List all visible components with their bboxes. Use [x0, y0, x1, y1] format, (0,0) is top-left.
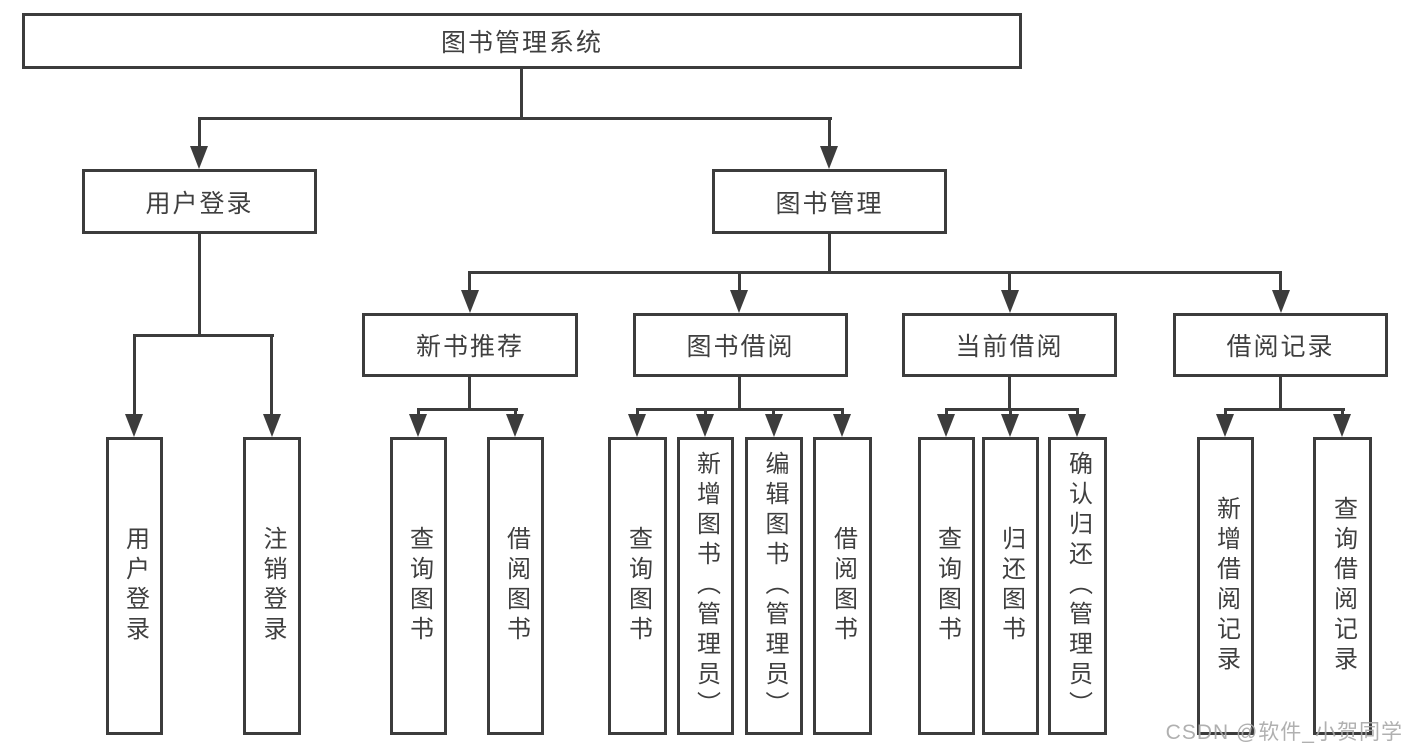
- connector-line: [198, 234, 201, 334]
- leaf-borrow-books-1: 借阅图书: [487, 437, 544, 735]
- connector-line: [1076, 408, 1079, 416]
- arrow-down-icon: [506, 414, 524, 437]
- leaf-logout: 注销登录: [243, 437, 301, 735]
- connector-line: [417, 408, 518, 411]
- connector-line: [270, 334, 273, 416]
- leaf-label: 查询图书: [405, 526, 433, 646]
- leaf-add-borrow-record: 新增借阅记录: [1197, 437, 1254, 735]
- connector-line: [1279, 377, 1282, 408]
- connector-line: [468, 377, 471, 408]
- leaf-add-book-admin: 新增图书（管理员）: [677, 437, 734, 735]
- arrow-down-icon: [263, 414, 281, 437]
- leaf-label: 查询借阅记录: [1329, 496, 1357, 676]
- connector-line: [704, 408, 707, 416]
- leaf-label: 确认归还（管理员）: [1064, 451, 1092, 721]
- connector-line: [828, 117, 831, 148]
- connector-line: [1341, 408, 1344, 416]
- leaf-label: 借阅图书: [829, 526, 857, 646]
- leaf-query-books-2: 查询图书: [608, 437, 667, 735]
- connector-line: [636, 408, 639, 416]
- connector-line: [520, 69, 523, 117]
- arrow-down-icon: [1001, 290, 1019, 313]
- leaf-label: 注销登录: [259, 526, 286, 646]
- node-book-borrowing: 图书借阅: [633, 313, 848, 377]
- leaf-query-borrow-record: 查询借阅记录: [1313, 437, 1372, 735]
- connector-line: [828, 234, 831, 271]
- leaf-label: 编辑图书（管理员）: [761, 451, 788, 721]
- arrow-down-icon: [461, 290, 479, 313]
- arrow-down-icon: [409, 414, 427, 437]
- connector-line: [1279, 271, 1282, 292]
- arrow-down-icon: [820, 146, 838, 169]
- connector-line: [636, 408, 844, 411]
- arrow-down-icon: [1272, 290, 1290, 313]
- node-current-borrowing: 当前借阅: [902, 313, 1117, 377]
- leaf-return-book: 归还图书: [982, 437, 1039, 735]
- connector-line: [945, 408, 948, 416]
- connector-line: [133, 334, 136, 416]
- node-book-management: 图书管理: [712, 169, 947, 234]
- arrow-down-icon: [190, 146, 208, 169]
- connector-line: [1009, 408, 1012, 416]
- leaf-user-login: 用户登录: [106, 437, 163, 735]
- arrow-down-icon: [1068, 414, 1086, 437]
- arrow-down-icon: [1001, 414, 1019, 437]
- leaf-borrow-books-2: 借阅图书: [813, 437, 872, 735]
- arrow-down-icon: [833, 414, 851, 437]
- leaf-query-books-3: 查询图书: [918, 437, 975, 735]
- connector-line: [514, 408, 517, 416]
- node-new-book-recommend: 新书推荐: [362, 313, 578, 377]
- connector-line: [417, 408, 420, 416]
- arrow-down-icon: [1216, 414, 1234, 437]
- leaf-label: 新增借阅记录: [1212, 496, 1240, 676]
- leaf-label: 新增图书（管理员）: [692, 451, 720, 721]
- connector-line: [1008, 377, 1011, 408]
- leaf-label: 用户登录: [121, 526, 149, 646]
- connector-line: [772, 408, 775, 416]
- arrow-down-icon: [628, 414, 646, 437]
- arrow-down-icon: [125, 414, 143, 437]
- connector-line: [198, 117, 832, 120]
- csdn-watermark: CSDN @软件_小贺同学: [1165, 721, 1403, 744]
- node-borrowing-records: 借阅记录: [1173, 313, 1388, 377]
- leaf-label: 查询图书: [933, 526, 961, 646]
- connector-line: [945, 408, 1079, 411]
- connector-line: [133, 334, 274, 337]
- arrow-down-icon: [1333, 414, 1351, 437]
- connector-line: [841, 408, 844, 416]
- arrow-down-icon: [937, 414, 955, 437]
- connector-line: [738, 271, 741, 292]
- arrow-down-icon: [730, 290, 748, 313]
- leaf-edit-book-admin: 编辑图书（管理员）: [745, 437, 803, 735]
- arrow-down-icon: [696, 414, 714, 437]
- leaf-label: 查询图书: [624, 526, 652, 646]
- connector-line: [468, 271, 471, 292]
- leaf-label: 归还图书: [997, 526, 1025, 646]
- connector-line: [468, 271, 1282, 274]
- leaf-query-books-1: 查询图书: [390, 437, 447, 735]
- arrow-down-icon: [765, 414, 783, 437]
- node-library-management-system: 图书管理系统: [22, 13, 1022, 69]
- node-user-login: 用户登录: [82, 169, 317, 234]
- leaf-confirm-return-admin: 确认归还（管理员）: [1048, 437, 1107, 735]
- connector-line: [1008, 271, 1011, 292]
- connector-line: [198, 117, 201, 148]
- connector-line: [738, 377, 741, 408]
- connector-line: [1224, 408, 1227, 416]
- connector-line: [1224, 408, 1345, 411]
- leaf-label: 借阅图书: [502, 526, 530, 646]
